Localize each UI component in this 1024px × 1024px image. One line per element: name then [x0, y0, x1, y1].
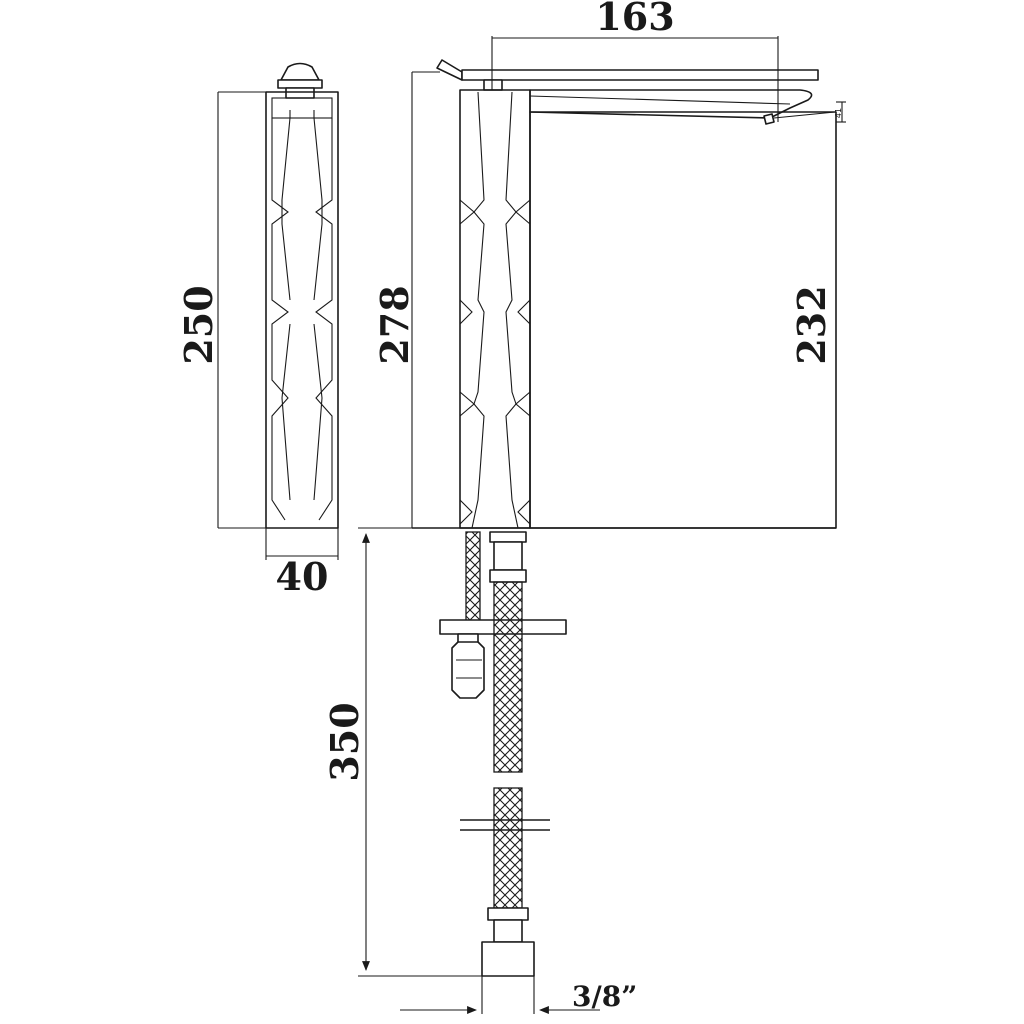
front-lever-cap	[277, 62, 323, 99]
braided-hose-upper	[493, 581, 523, 773]
threaded-stud	[465, 531, 481, 623]
dim-label-232: 232	[789, 285, 834, 364]
dim-label-connector: 3/8”	[572, 980, 637, 1013]
spout-outlet	[763, 113, 775, 125]
hose-assembly	[439, 531, 567, 1014]
front-body-outline	[265, 91, 339, 529]
front-facet-right	[315, 118, 333, 521]
dim-label-250: 250	[176, 285, 221, 364]
dim-label-41: 41	[834, 108, 843, 118]
front-top-detail	[271, 97, 333, 119]
braided-hose-lower	[493, 787, 523, 909]
bottom-connector-nut	[481, 941, 535, 977]
side-spout	[529, 89, 813, 119]
fixing-nut	[451, 639, 485, 699]
dim-label-163: 163	[595, 0, 674, 39]
side-column-facets	[471, 91, 519, 529]
side-handle-lever	[436, 59, 819, 91]
dim-connector: 3/8”	[400, 980, 637, 1014]
front-facet-left	[271, 118, 289, 521]
dim-label-278: 278	[372, 285, 417, 364]
dim-label-350: 350	[322, 702, 367, 781]
side-column-outline	[459, 89, 531, 529]
front-view: 250 40	[176, 62, 339, 599]
dim-label-40: 40	[276, 554, 329, 599]
dim-350: 350	[322, 527, 482, 977]
side-view: 41 163 278 232	[372, 0, 846, 529]
